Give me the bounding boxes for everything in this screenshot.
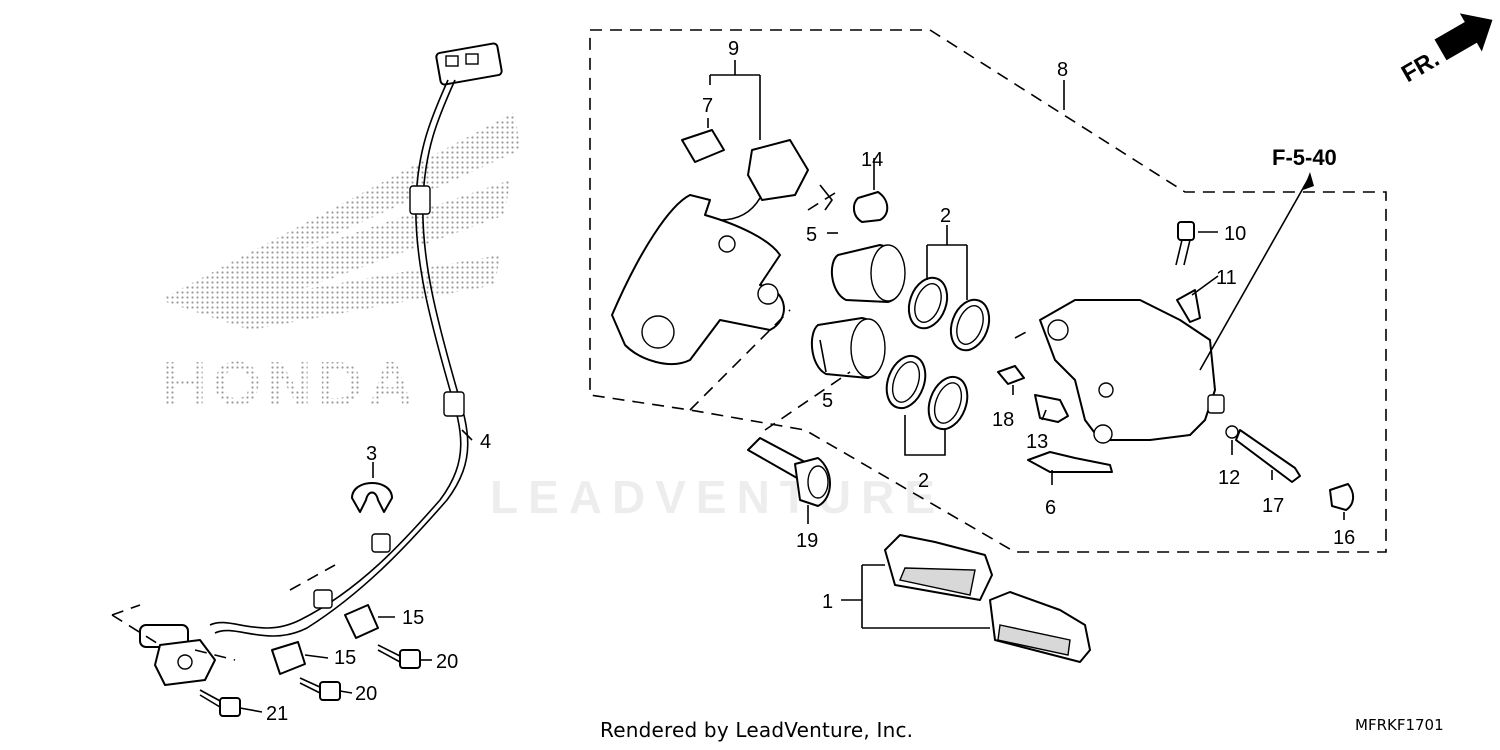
callout-15-lower: 15 xyxy=(334,647,356,669)
cable-guide-upper xyxy=(344,604,379,639)
callout-8: 8 xyxy=(1057,59,1068,81)
piston-lower xyxy=(810,317,886,379)
callout-19: 19 xyxy=(796,530,818,552)
callout-12: 12 xyxy=(1218,467,1240,489)
bolt-20-lower xyxy=(299,677,341,701)
callout-16: 16 xyxy=(1333,527,1355,549)
seals xyxy=(885,276,991,431)
reference-pointer xyxy=(1199,175,1311,371)
honda-wing-logo: HONDA xyxy=(160,112,520,419)
callout-17: 17 xyxy=(1262,495,1284,517)
callout-2-upper: 2 xyxy=(940,205,951,227)
brake-pad-upper xyxy=(884,534,993,601)
honda-logo-text: HONDA xyxy=(162,350,419,419)
callout-numbers: 1 2 2 3 4 5 5 6 7 8 9 10 11 12 13 14 15 … xyxy=(266,38,1355,725)
reference-arrowhead xyxy=(1303,172,1314,190)
cable-guide-lower xyxy=(271,641,306,675)
callout-11: 11 xyxy=(1216,267,1237,289)
callout-15-upper: 15 xyxy=(402,607,424,629)
callout-9: 9 xyxy=(728,38,739,60)
callout-3: 3 xyxy=(366,443,377,465)
callout-6: 6 xyxy=(1045,497,1056,519)
dashed-helper-lines xyxy=(111,192,1031,661)
render-credit: Rendered by LeadVenture, Inc. xyxy=(600,718,914,742)
bolt-20-upper xyxy=(377,644,421,669)
bracket-hole xyxy=(757,283,779,305)
pin-sleeve xyxy=(1034,394,1069,423)
callout-1: 1 xyxy=(822,591,833,613)
callout-2-lower: 2 xyxy=(918,470,929,492)
callout-18: 18 xyxy=(992,409,1014,431)
bleeder-cap xyxy=(1176,289,1201,323)
caliper-assembly-outline xyxy=(589,29,1387,553)
piston-upper xyxy=(830,244,906,303)
bolt-21 xyxy=(199,689,241,717)
callout-5-upper: 5 xyxy=(806,224,817,246)
diagram-code: MFRKF1701 xyxy=(1355,716,1444,734)
pin-plug xyxy=(1329,483,1354,511)
connector-clip xyxy=(681,129,725,163)
sensor-connector xyxy=(747,139,809,201)
callout-5-lower: 5 xyxy=(822,390,833,412)
caliper-body xyxy=(1039,299,1216,441)
callout-14: 14 xyxy=(861,149,883,171)
callout-13: 13 xyxy=(1026,431,1048,453)
direction-label: FR. xyxy=(1397,45,1444,88)
pad-pin xyxy=(1235,429,1301,483)
pad-spring xyxy=(1027,451,1113,473)
wheel-speed-sensor-cable xyxy=(139,42,503,686)
callout-7: 7 xyxy=(702,95,713,117)
pin-washer xyxy=(1225,425,1239,439)
callout-21: 21 xyxy=(266,703,288,725)
bleeder-small xyxy=(997,365,1025,385)
pin-boot xyxy=(852,191,889,223)
bracket-pin-hole xyxy=(718,235,736,253)
callout-10: 10 xyxy=(1224,223,1246,245)
bleeder-screw xyxy=(1175,221,1195,266)
callout-20-upper: 20 xyxy=(436,651,458,673)
callout-20-lower: 20 xyxy=(355,683,377,705)
bracket-pin xyxy=(747,437,831,507)
brake-pad-lower xyxy=(989,591,1091,663)
reference-label: F-5-40 xyxy=(1272,145,1337,170)
bracket-bore xyxy=(641,315,675,349)
leadventure-watermark: LEADVENTURE xyxy=(490,471,946,523)
caliper-bracket xyxy=(611,194,785,365)
leader-lines xyxy=(239,60,1345,713)
front-direction-arrow: FR. xyxy=(1397,13,1493,88)
callout-4: 4 xyxy=(480,431,491,453)
cable-clamp xyxy=(351,482,393,513)
